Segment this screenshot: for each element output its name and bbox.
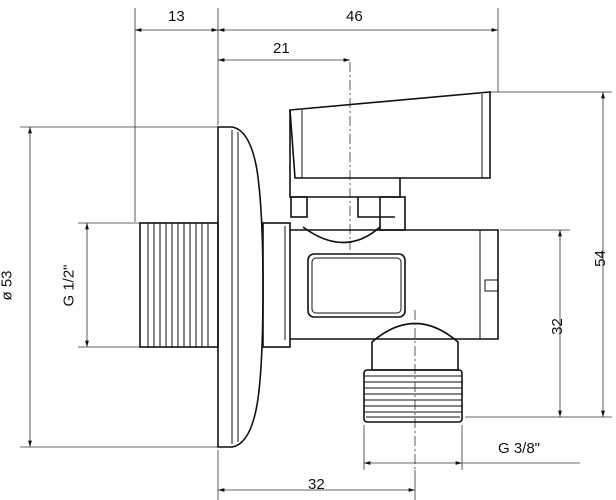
dim-32-vertical-label: 32 xyxy=(548,318,566,335)
dimension-lines xyxy=(28,28,605,492)
dim-g12-label: G 1/2" xyxy=(60,264,78,307)
inlet-thread xyxy=(139,222,219,348)
dim-32-horizontal-label: 32 xyxy=(308,476,325,493)
dim-53-label: ø 53 xyxy=(0,270,16,301)
wall-rosette xyxy=(217,126,264,448)
dim-46-label: 46 xyxy=(346,8,363,25)
valve-handle xyxy=(289,91,491,231)
outlet-connection xyxy=(363,322,463,423)
dim-21-label: 21 xyxy=(273,40,290,57)
valve-body xyxy=(262,222,499,348)
dim-g38-label: G 3/8" xyxy=(498,440,541,457)
dim-13-label: 13 xyxy=(168,8,185,25)
extension-lines xyxy=(20,8,612,500)
dim-54-label: 54 xyxy=(591,250,609,267)
